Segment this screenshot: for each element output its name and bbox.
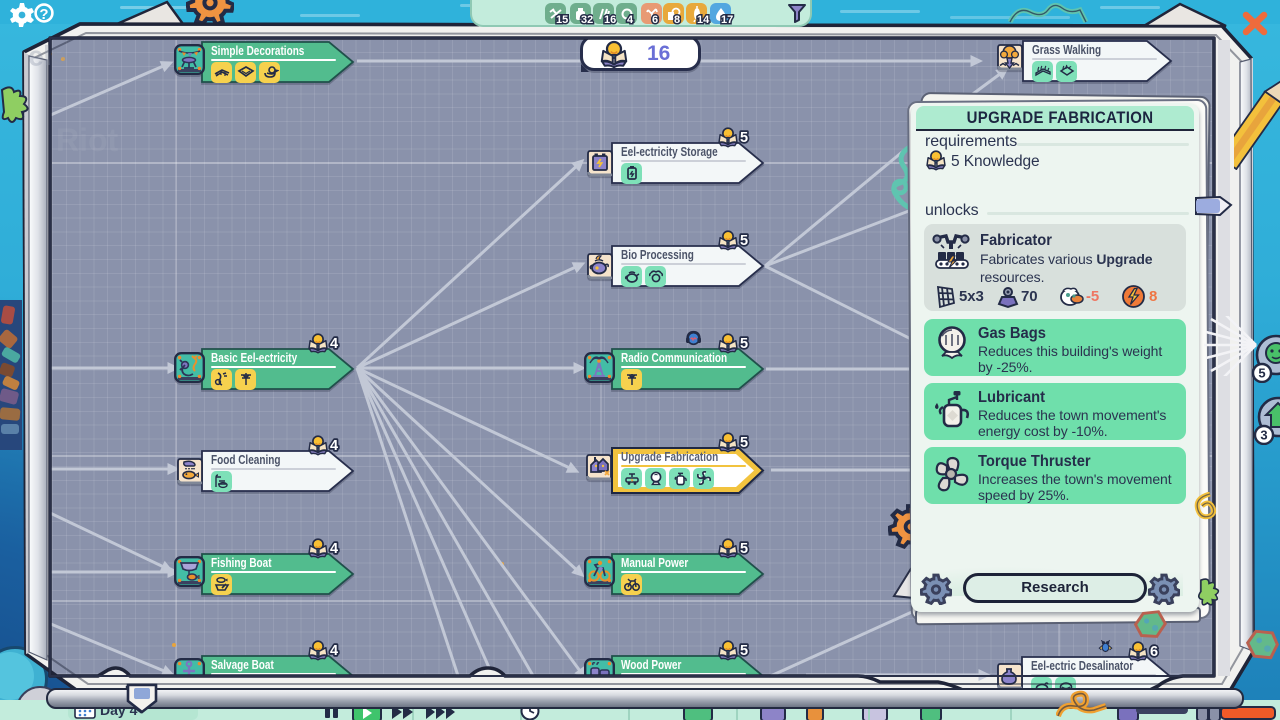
svg-text:17: 17: [721, 14, 733, 26]
svg-text:8: 8: [674, 14, 680, 26]
svg-text:?: ?: [39, 6, 48, 23]
svg-text:4: 4: [330, 336, 338, 352]
svg-text:4: 4: [330, 643, 338, 659]
svg-text:3: 3: [1260, 428, 1267, 443]
svg-text:5: 5: [740, 643, 748, 659]
svg-text:4: 4: [330, 438, 338, 454]
svg-text:14: 14: [697, 14, 710, 26]
svg-text:5: 5: [740, 541, 748, 557]
svg-text:6: 6: [652, 14, 658, 26]
svg-text:5: 5: [740, 336, 748, 352]
svg-text:4: 4: [330, 541, 338, 557]
svg-text:15: 15: [556, 14, 568, 26]
svg-text:5: 5: [740, 233, 748, 249]
svg-text:5: 5: [740, 130, 748, 146]
svg-text:6: 6: [1150, 644, 1158, 660]
svg-text:16: 16: [604, 14, 616, 26]
svg-text:32: 32: [581, 14, 593, 26]
svg-text:5: 5: [740, 435, 748, 451]
svg-text:4: 4: [627, 14, 634, 26]
svg-text:5: 5: [1258, 366, 1265, 381]
